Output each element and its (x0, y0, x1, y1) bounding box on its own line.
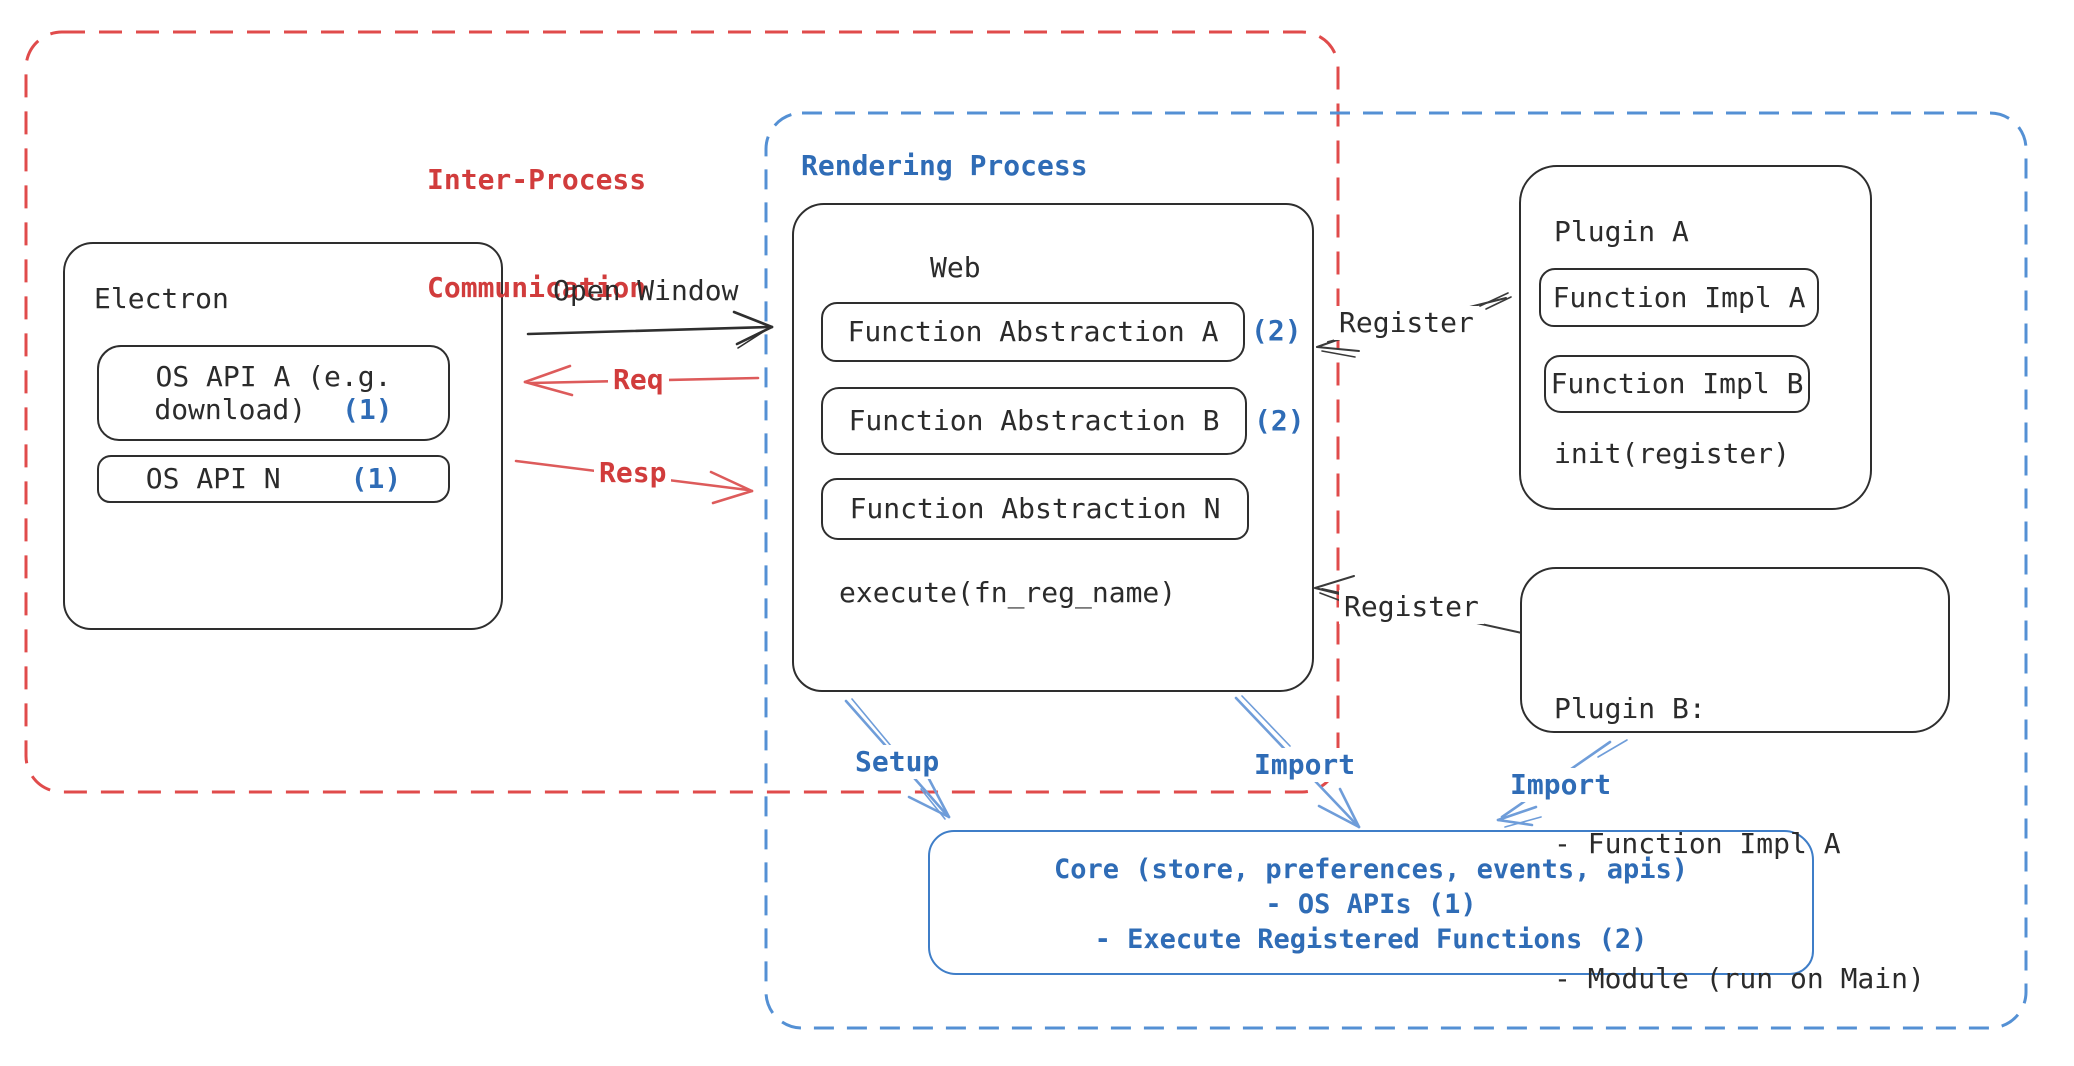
os-api-n-box: OS API N (1) (97, 455, 450, 503)
function-abstraction-b-label: Function Abstraction B (848, 404, 1220, 438)
ipc-label-line2: Communication (427, 271, 647, 304)
plugin-a-title: Plugin A (1554, 215, 1689, 248)
web-title: Web (930, 251, 981, 284)
function-abstraction-n-box: Function Abstraction N (821, 478, 1249, 540)
os-api-a-badge: (1) (342, 393, 393, 426)
setup-arrow (844, 698, 951, 820)
core-box: Core (store, preferences, events, apis) … (928, 830, 1814, 975)
rendering-region-border (764, 111, 2028, 1030)
resp-label: Resp (594, 456, 672, 490)
execute-label: execute(fn_reg_name) (839, 576, 1177, 609)
os-api-a-line2: download) (1) (154, 393, 392, 426)
function-impl-a-label: Function Impl A (1552, 280, 1806, 314)
rendering-region-label: Rendering Process (801, 149, 1088, 182)
open-window-label: Open Window (553, 274, 739, 307)
os-api-n-line: OS API N (1) (146, 462, 401, 496)
ipc-label-line1: Inter-Process (427, 163, 647, 196)
function-abstraction-b-box: Function Abstraction B (821, 387, 1247, 455)
function-abstraction-n-label: Function Abstraction N (849, 492, 1221, 526)
os-api-a-text: download) (154, 393, 307, 426)
register-top-label: Register (1334, 306, 1479, 340)
ipc-region-border (24, 30, 1340, 794)
plugin-b-line3: - Module (run on Main) (1554, 962, 1925, 995)
electron-title: Electron (94, 282, 229, 315)
function-impl-b-box: Function Impl B (1544, 355, 1810, 413)
function-impl-a-box: Function Impl A (1539, 268, 1819, 327)
init-register-label: init(register) (1554, 437, 1791, 470)
os-api-a-line1: OS API A (e.g. (155, 360, 392, 393)
function-abstraction-a-badge: (2) (1251, 314, 1302, 347)
os-api-n-badge: (1) (350, 462, 402, 496)
req-label: Req (608, 363, 669, 397)
import-plugin-label: Import (1505, 768, 1617, 802)
plugin-b-text: Plugin B: - Function Impl A - Module (ru… (1554, 596, 1925, 1066)
setup-label: Setup (850, 745, 945, 779)
function-abstraction-b-badge: (2) (1254, 404, 1305, 437)
ipc-region-label: Inter-Process Communication (427, 90, 646, 378)
plugin-b-line2: - Function Impl A (1554, 827, 1841, 860)
plugin-b-line1: Plugin B: (1554, 692, 1706, 725)
plugin-a-box (1519, 165, 1872, 510)
core-line3: - Execute Registered Functions (2) (1094, 923, 1648, 955)
register-bottom-label: Register (1339, 590, 1484, 624)
function-abstraction-a-label: Function Abstraction A (847, 315, 1219, 349)
function-impl-b-label: Function Impl B (1550, 367, 1804, 401)
core-line2: - OS APIs (1) (1265, 888, 1477, 920)
function-abstraction-a-box: Function Abstraction A (821, 302, 1245, 362)
plugin-b-box (1520, 567, 1950, 733)
os-api-a-box: OS API A (e.g. download) (1) (97, 345, 450, 441)
os-api-n-text: OS API N (145, 462, 281, 496)
core-line1: Core (store, preferences, events, apis) (1054, 853, 1688, 885)
open-window-arrow (526, 310, 774, 349)
import-web-label: Import (1249, 748, 1361, 782)
